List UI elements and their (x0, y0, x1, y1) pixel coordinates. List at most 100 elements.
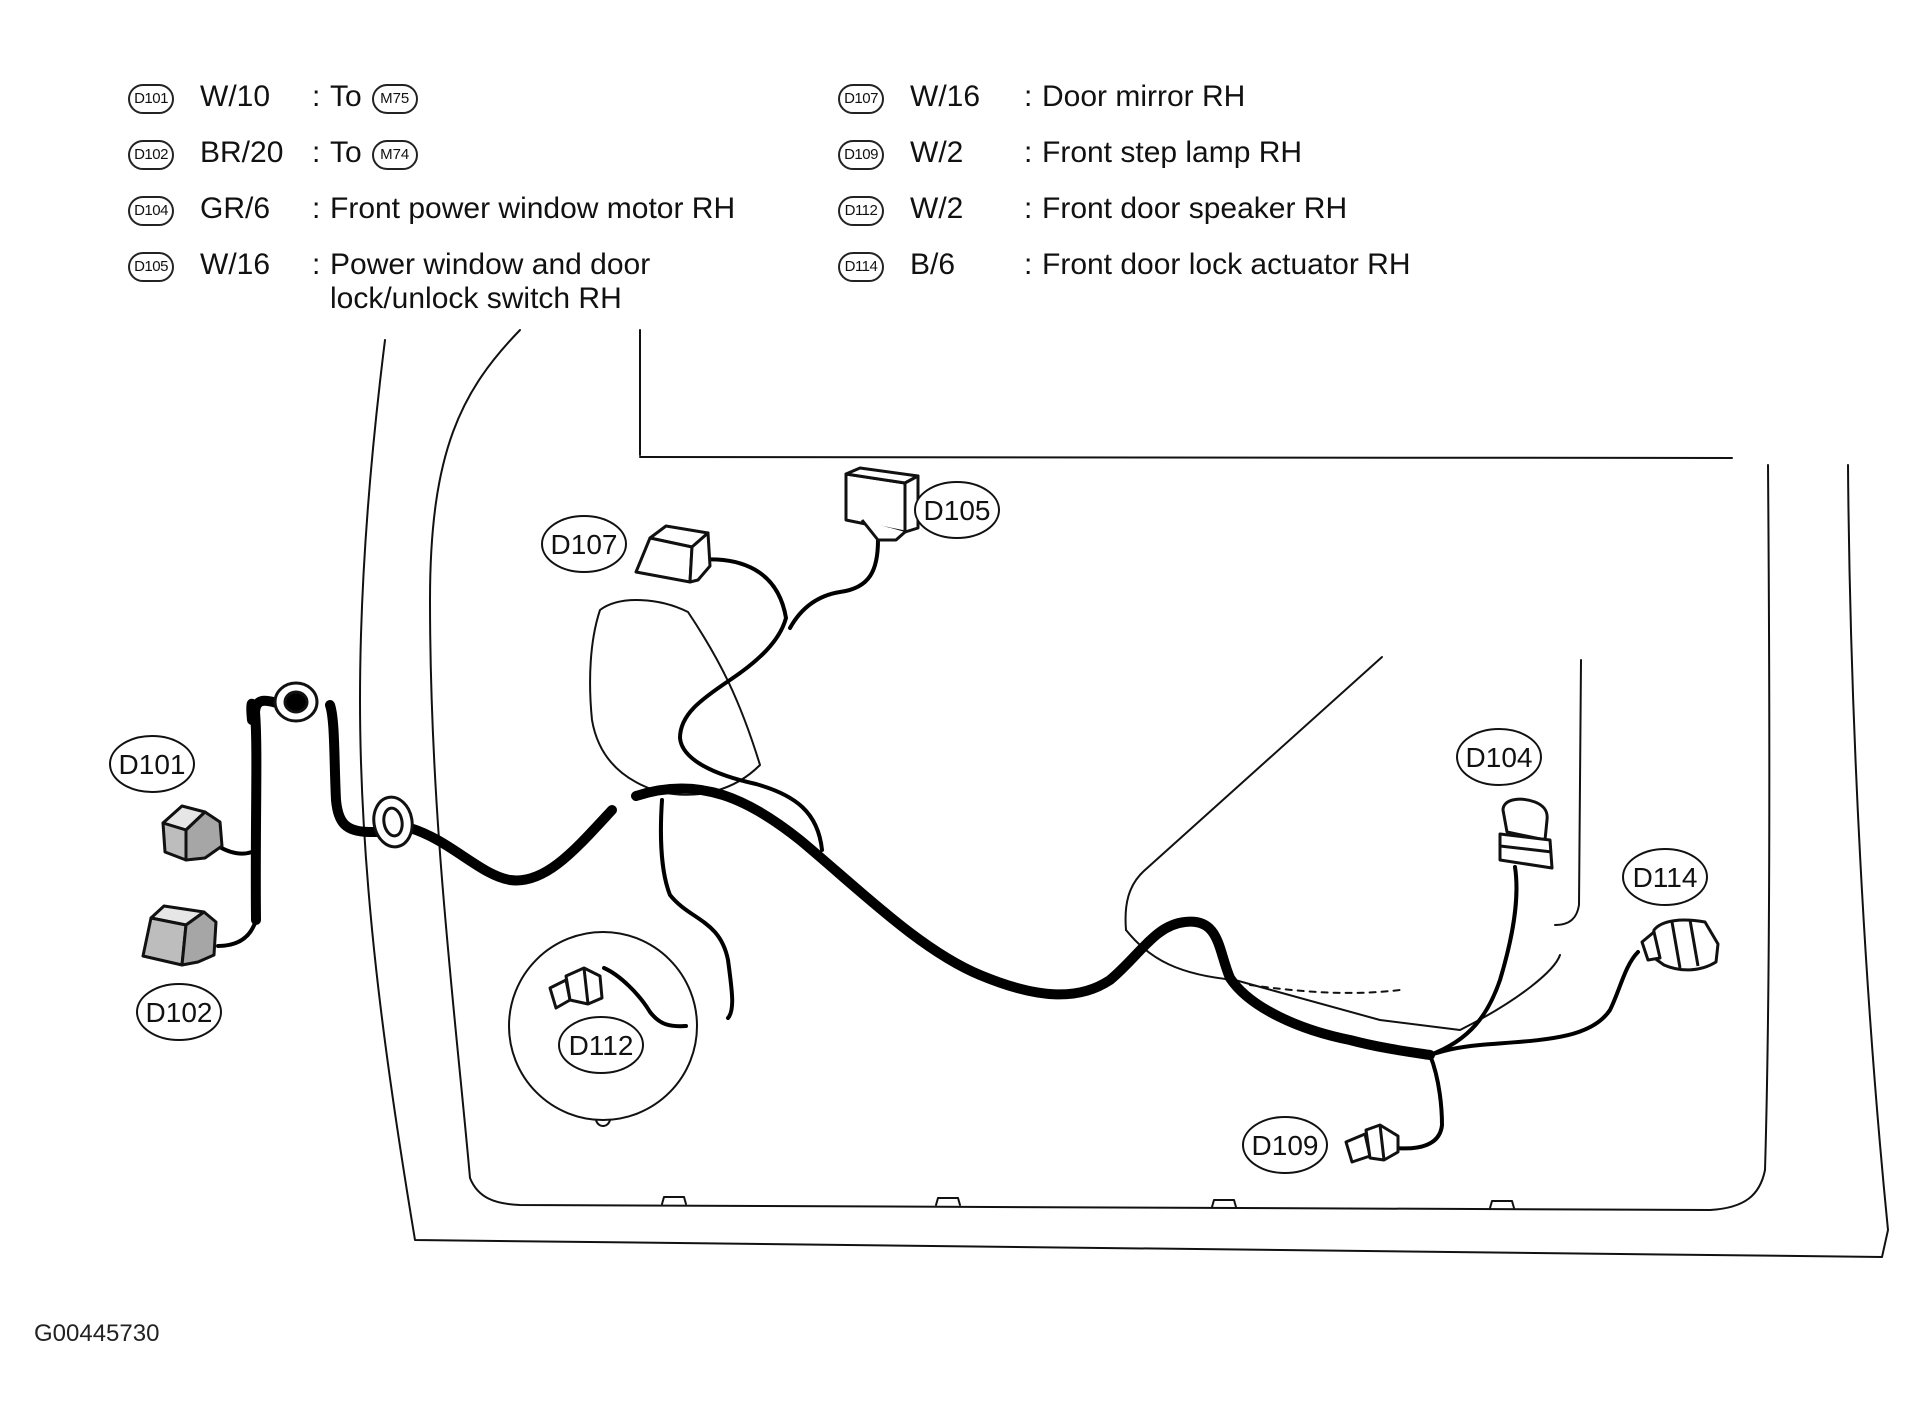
wire-to-d105 (788, 538, 880, 630)
legend-separator: : (312, 192, 321, 225)
window-frame-horizontal (639, 456, 1733, 459)
callout-d104: D104 (1456, 728, 1542, 786)
legend-item-d104: D104 GR/6 : Front power window motor RH (128, 188, 808, 228)
callout-bubble (541, 515, 627, 573)
callout-label: D109 (1252, 1130, 1319, 1161)
d109-line (1378, 1124, 1386, 1161)
speaker-circle (508, 931, 698, 1121)
connector-d104 (1498, 797, 1554, 870)
callout-d109: D109 (1242, 1116, 1328, 1174)
d101-body-side (184, 810, 224, 862)
legend-description: Front door lock actuator RH (1042, 248, 1411, 281)
legend-separator: : (1024, 80, 1033, 113)
connector-d105 (844, 466, 920, 542)
callout-bubble (914, 481, 1000, 539)
wire-to-d114 (1428, 950, 1640, 1057)
legend-separator: : (1024, 192, 1033, 225)
wire-to-d102 (216, 918, 258, 948)
callout-label: D105 (924, 495, 991, 526)
wire-to-d101 (216, 844, 254, 856)
d114-rib-1 (1670, 921, 1682, 969)
inner-panel-line-right (1554, 659, 1582, 926)
legend-reference-connector: M74 (371, 140, 418, 170)
speaker-housing-outline (589, 599, 761, 796)
callout-bubble (558, 1016, 644, 1074)
speaker (508, 931, 698, 1127)
legend-connector-id: D107 (838, 84, 884, 114)
connector-d114 (1640, 918, 1720, 972)
legend-description: Front step lamp RH (1042, 136, 1303, 169)
harness-trunk-left (246, 698, 262, 925)
callout-label: D112 (569, 1030, 634, 1061)
legend-separator: : (1024, 248, 1033, 281)
d112-line (582, 967, 590, 1005)
door-outer-edge (359, 339, 1889, 1258)
callout-d101: D101 (109, 735, 195, 793)
bottom-clip-tab (1489, 1200, 1515, 1209)
inner-panel-lower-contour (1125, 929, 1561, 1031)
d102-body-front (141, 916, 188, 967)
callout-d114: D114 (1622, 848, 1708, 906)
speaker-mount-tab (595, 1119, 611, 1127)
wire-to-d107 (678, 557, 824, 852)
middle-grommet (372, 795, 414, 849)
legend-wire-spec: W/16 (200, 248, 271, 281)
branch-wires (216, 538, 1640, 1151)
legend-wire-spec: BR/20 (200, 136, 284, 169)
legend-connector-id: D102 (128, 140, 174, 170)
legend-connector-id: D114 (838, 252, 884, 282)
legend-separator: : (312, 80, 321, 113)
legend-item-d114: D114 B/6 : Front door lock actuator RH (838, 244, 1578, 284)
legend-description-continued: lock/unlock switch RH (330, 282, 622, 315)
upper-grommet (273, 681, 319, 723)
door-panel-outline (359, 329, 1889, 1258)
callout-label: D107 (551, 529, 618, 560)
legend-description: Power window and door (330, 248, 651, 281)
callout-bubble (1622, 848, 1708, 906)
d107-body-side (688, 531, 712, 584)
bottom-clip-tab (935, 1197, 961, 1206)
legend-wire-spec: W/10 (200, 80, 271, 113)
legend-item-d112: D112 W/2 : Front door speaker RH (838, 188, 1538, 228)
connector-d101 (161, 804, 224, 862)
legend-description: Door mirror RH (1042, 80, 1246, 113)
legend-wire-spec: W/16 (910, 80, 981, 113)
legend-item-d107: D107 W/16 : Door mirror RH (838, 76, 1538, 116)
legend-separator: : (312, 248, 321, 281)
callout-label: D101 (119, 749, 186, 780)
callout-bubble (1242, 1116, 1328, 1174)
inner-panel-diagonal (1124, 656, 1383, 931)
callout-bubble (136, 983, 222, 1041)
legend-connector-id: D109 (838, 140, 884, 170)
bottom-clip-tab (1211, 1199, 1237, 1208)
d104-cap (1501, 797, 1549, 842)
connector-d102 (141, 904, 218, 967)
door-inner-edge (429, 329, 1771, 1211)
callout-d112: D112 (558, 1016, 644, 1074)
callout-label: D114 (1633, 862, 1698, 893)
callout-d102: D102 (136, 983, 222, 1041)
wire-to-d112-connector (602, 966, 688, 1029)
d107-body-front (634, 536, 694, 584)
callout-bubble (109, 735, 195, 793)
d102-body-side (180, 910, 218, 967)
inner-panel-dashed-line (1249, 984, 1401, 994)
legend-item-d109: D109 W/2 : Front step lamp RH (838, 132, 1538, 172)
connector-d107 (634, 524, 712, 584)
legend-connector-id: D104 (128, 196, 174, 226)
wire-to-d109 (1393, 1053, 1444, 1151)
d101-body-front (161, 821, 188, 862)
callout-label: D104 (1466, 742, 1533, 773)
wire-to-d104 (1428, 865, 1519, 1057)
callout-d107: D107 (541, 515, 627, 573)
legend-item-d105: D105 W/16 : Power window and door lock/u… (128, 244, 808, 320)
legend-wire-spec: GR/6 (200, 192, 271, 225)
d105-base (860, 519, 906, 542)
legend-separator: : (312, 136, 321, 169)
legend-reference-connector: M75 (371, 84, 418, 114)
legend-to-label: To (330, 80, 362, 113)
